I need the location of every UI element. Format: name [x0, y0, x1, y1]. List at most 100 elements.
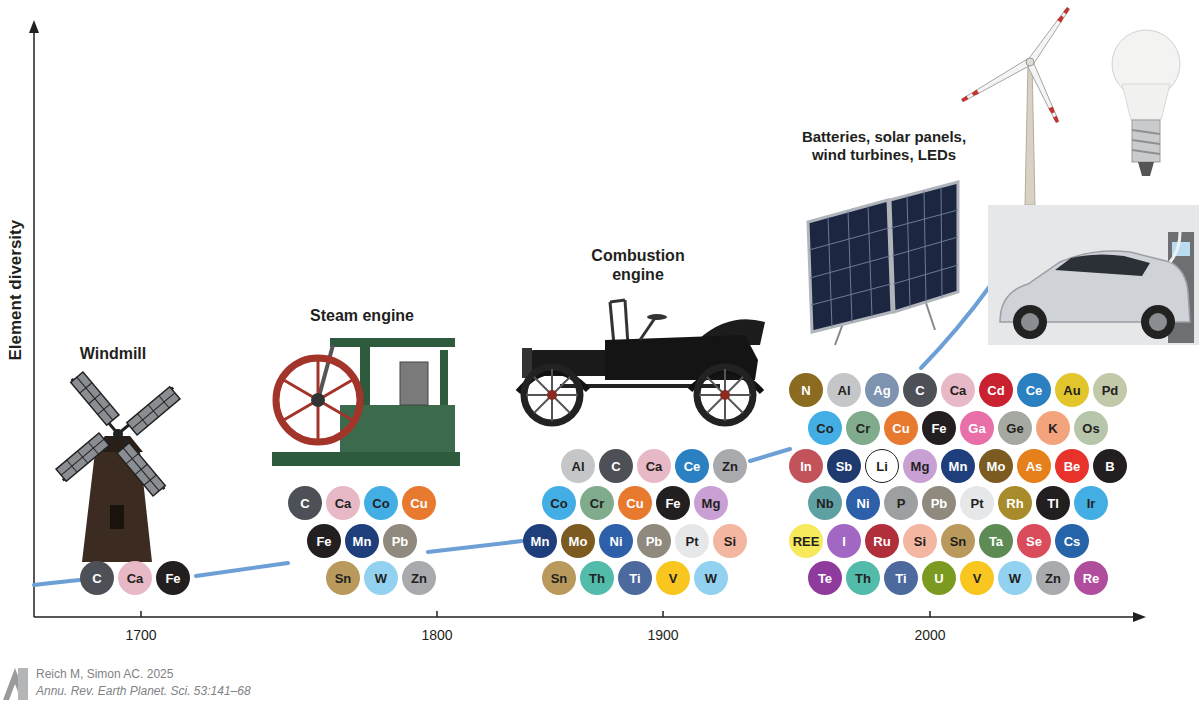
- element-symbol: K: [1048, 422, 1057, 435]
- element-circle: Fe: [656, 486, 690, 520]
- axes-part: [33, 32, 35, 617]
- element-symbol: B: [1105, 460, 1114, 473]
- windmill-picture-part-part-part: [71, 372, 119, 425]
- element-symbol: Si: [914, 535, 926, 548]
- electric-car-picture-part: [1021, 313, 1039, 331]
- led-bulb-picture-part-part: [1132, 130, 1160, 134]
- windmill-picture-part-part: [108, 432, 167, 497]
- wind-turbine-picture-part-part: [1026, 58, 1034, 66]
- led-bulb-picture-part-part: [1132, 150, 1160, 154]
- tick-label: 1900: [633, 627, 693, 644]
- element-circle: Zn: [1036, 561, 1070, 595]
- element-symbol: Mg: [702, 497, 721, 510]
- windmill-picture-part-part-part: [88, 442, 98, 454]
- element-symbol: Mn: [353, 535, 372, 548]
- element-circle: Cu: [884, 411, 918, 445]
- element-circle: Ti: [884, 561, 918, 595]
- element-circle: Cu: [402, 486, 436, 520]
- element-circle: Ag: [865, 373, 899, 407]
- combustion-car-picture-part: [524, 367, 580, 423]
- element-symbol: Cr: [590, 497, 604, 510]
- element-symbol: Ca: [127, 572, 144, 585]
- element-circle: As: [1017, 449, 1051, 483]
- element-circle: Se: [1017, 524, 1051, 558]
- solar-panel-picture-part: [809, 187, 958, 327]
- steam-engine-picture-part-part: [282, 379, 354, 421]
- element-symbol: Li: [876, 460, 888, 473]
- element-symbol: Zn: [411, 572, 427, 585]
- element-symbol: W: [1009, 572, 1021, 585]
- wind-turbine-picture-part-part-part: [1028, 6, 1072, 64]
- element-circle: Ca: [637, 449, 671, 483]
- element-circle: Mn: [345, 524, 379, 558]
- wind-turbine-picture-part-part-part: [1048, 106, 1055, 114]
- element-circle: Cd: [979, 373, 1013, 407]
- element-circle: Zn: [402, 561, 436, 595]
- led-bulb-picture-part: [1138, 162, 1154, 176]
- trend-line-part: [428, 541, 522, 552]
- element-circle: Ir: [1074, 486, 1108, 520]
- element-circle: C: [903, 373, 937, 407]
- combustion-car-picture-part-part: [534, 377, 570, 413]
- element-symbol: I: [842, 535, 846, 548]
- element-symbol: Co: [372, 497, 389, 510]
- axes-part: [1133, 612, 1146, 622]
- element-symbol: Re: [1083, 572, 1100, 585]
- windmill-picture-part-part-part: [135, 464, 147, 474]
- element-symbol: Ti: [895, 572, 906, 585]
- led-bulb-picture-part: [1132, 130, 1160, 154]
- element-circle: Au: [1055, 373, 1089, 407]
- element-circle: Mo: [979, 449, 1013, 483]
- element-circle: Th: [846, 561, 880, 595]
- element-symbol: Cu: [626, 497, 643, 510]
- trend-line-part: [196, 563, 288, 576]
- element-symbol: Pb: [931, 497, 948, 510]
- combustion-car-picture-part: [547, 390, 557, 400]
- element-symbol: C: [611, 460, 620, 473]
- element-symbol: Mg: [911, 460, 930, 473]
- wind-turbine-picture-part-part-part: [1026, 61, 1060, 124]
- element-symbol: Fe: [931, 422, 946, 435]
- windmill-picture-part-part: [116, 385, 181, 444]
- combustion-car-picture-part: [625, 300, 628, 345]
- wind-turbine-picture: [960, 6, 1071, 205]
- combustion-car-picture-part-part: [707, 377, 743, 413]
- windmill-picture-part: [54, 370, 181, 497]
- element-circle: I: [827, 524, 861, 558]
- element-circle: Co: [808, 411, 842, 445]
- windmill-picture: [54, 370, 181, 562]
- element-symbol: Ca: [646, 460, 663, 473]
- axes-part: [436, 611, 438, 617]
- element-circle: N: [789, 373, 823, 407]
- solar-panel-picture-part-part: [891, 210, 958, 228]
- wind-turbine-picture-part: [1025, 62, 1035, 205]
- steam-engine-picture-part: [282, 358, 354, 442]
- element-symbol: Pb: [646, 535, 663, 548]
- windmill-picture-part-part-part: [148, 405, 158, 417]
- solar-panel-picture-part-part: [810, 256, 890, 278]
- element-circle: Cr: [846, 411, 880, 445]
- windmill-picture-part-part-part: [77, 451, 87, 463]
- element-circle: Pb: [922, 486, 956, 520]
- element-symbol: Sn: [950, 535, 967, 548]
- electric-car-picture-part: [1141, 305, 1175, 339]
- element-circle: W: [694, 561, 728, 595]
- steam-engine-picture-part: [330, 338, 455, 347]
- element-circle: C: [599, 449, 633, 483]
- element-symbol: In: [800, 460, 812, 473]
- element-circle: V: [960, 561, 994, 595]
- trend-line: [34, 286, 990, 585]
- windmill-picture-part-part-part: [138, 414, 148, 426]
- axes-part: [34, 616, 1136, 618]
- element-circle: Ca: [326, 486, 360, 520]
- steam-engine-picture-part-part: [282, 379, 354, 421]
- element-symbol: Sn: [551, 572, 568, 585]
- wind-turbine-picture-part-part-part: [971, 89, 979, 96]
- element-circle: Mo: [561, 524, 595, 558]
- element-symbol: Zn: [1045, 572, 1061, 585]
- windmill-picture-part-part-part: [98, 404, 110, 414]
- element-symbol: Mn: [949, 460, 968, 473]
- element-circle: Al: [561, 449, 595, 483]
